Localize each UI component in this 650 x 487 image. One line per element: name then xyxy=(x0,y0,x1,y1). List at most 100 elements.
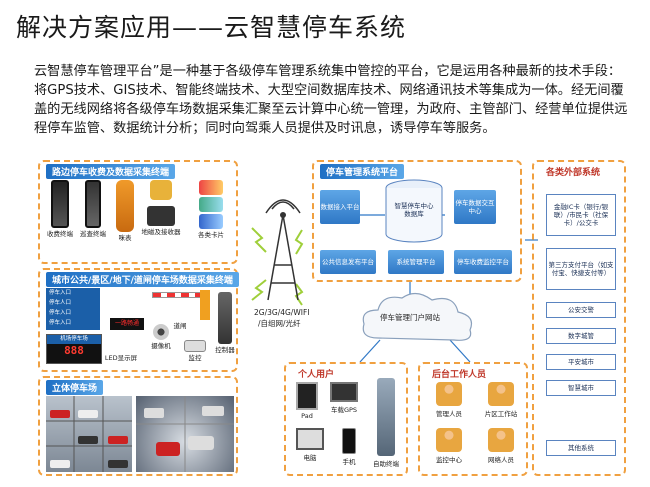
guide-row: 停车入口 xyxy=(49,310,72,316)
device-label: 收费终端 xyxy=(47,230,73,238)
roadside-panel-title: 路边停车收费及数据采集终端 xyxy=(46,164,176,179)
user-label: 电脑 xyxy=(303,454,317,462)
card-icon xyxy=(199,214,223,229)
staff-manager: 管理人员 xyxy=(424,382,474,418)
device-label: 摄像机 xyxy=(151,342,171,350)
stereo-parking-panel: 立体停车场 xyxy=(38,376,238,476)
gps-device-icon xyxy=(330,382,358,402)
cloud-icon xyxy=(362,292,473,341)
device-patrol-terminal: 巡查终端 xyxy=(78,180,108,238)
users-panel: 个人用户 Pad 车载GPS 自助终端 电脑 手机 xyxy=(284,362,408,476)
page-title: 解决方案应用——云智慧停车系统 xyxy=(16,13,407,42)
box-fee-monitor: 停车收费监控平台 xyxy=(454,250,512,274)
gate-label: 道闸 xyxy=(173,322,187,330)
staff-station: 片区工作站 xyxy=(476,382,526,418)
external-item-cards: 金融IC卡（银行/银联）/市民卡（社保卡）/公交卡 xyxy=(546,194,616,236)
city-panel-title: 城市公共/景区/地下/道闸停车场数据采集终端 xyxy=(46,272,239,287)
database-icon xyxy=(385,179,443,243)
roadside-panel: 路边停车收费及数据采集终端 收费终端 巡查终端 咪表 地磁及接收器 各类卡片 xyxy=(38,160,238,264)
guide-sign: 停车入口 停车人口 停车入口 停车入口 xyxy=(46,288,100,330)
network-staff-icon xyxy=(488,428,514,452)
user-phone: 手机 xyxy=(334,428,364,466)
receiver-icon xyxy=(147,206,175,226)
monitor-center-icon xyxy=(436,428,462,452)
external-item-smart-city: 智慧城市 xyxy=(546,380,616,396)
stereo-garage-image xyxy=(136,396,234,472)
external-panel: 各类外部系统 金融IC卡（银行/银联）/市民卡（社保卡）/公交卡 第三方支付平台… xyxy=(532,160,626,476)
city-parking-panel: 城市公共/景区/地下/道闸停车场数据采集终端 停车入口 停车人口 停车入口 停车… xyxy=(38,268,239,372)
user-pad: Pad xyxy=(292,382,322,420)
user-label: Pad xyxy=(301,412,313,420)
device-controller: 控制器 xyxy=(212,292,238,354)
portal-label: 停车管理门户网站 xyxy=(380,313,440,322)
box-data-exchange: 停车数据交互中心 xyxy=(454,190,496,224)
tablet-icon xyxy=(296,382,318,410)
device-label: 各类卡片 xyxy=(198,231,224,239)
box-system-admin: 系统管理平台 xyxy=(388,250,444,274)
staff-label: 网络人员 xyxy=(488,456,514,464)
device-geomagnetic: 地磁及接收器 xyxy=(140,180,182,236)
network-label-line1: 2G/3G/4G/WIFI xyxy=(254,308,310,317)
backoffice-panel-title: 后台工作人员 xyxy=(432,370,487,380)
geomagnetic-sensor-icon xyxy=(150,180,172,200)
central-database: 智慧停车中心数据库 xyxy=(384,178,444,244)
garage-tower-icon xyxy=(136,396,234,472)
led-sign-text: 机场停车场 xyxy=(47,335,101,344)
backoffice-panel: 后台工作人员 管理人员 片区工作站 监控中心 网络人员 xyxy=(418,362,528,476)
network-label-line2: /自组网/光纤 xyxy=(258,319,301,328)
staff-network: 网络人员 xyxy=(476,428,526,464)
user-label: 自助终端 xyxy=(373,460,399,468)
external-item-other: 其他系统 xyxy=(546,440,616,456)
user-label: 车载GPS xyxy=(330,406,358,414)
staff-label: 管理人员 xyxy=(436,410,462,418)
device-label: 巡查终端 xyxy=(80,230,106,238)
intro-paragraph: 云智慧停车管理平台”是一种基于各级停车管理系统集中管控的平台，它是运用各种最新的… xyxy=(34,64,628,136)
controller-icon xyxy=(218,292,232,344)
garage-rack-icon xyxy=(46,396,132,472)
user-pc: 电脑 xyxy=(292,428,328,462)
device-label: 地磁及接收器 xyxy=(141,228,181,236)
barrier-gate-icon xyxy=(200,290,210,320)
user-kiosk: 自助终端 xyxy=(370,378,402,468)
led-display: 机场停车场 888 xyxy=(46,334,102,364)
parking-meter-icon xyxy=(116,180,134,232)
kiosk-icon xyxy=(377,378,395,456)
external-item-safe-city: 平安城市 xyxy=(546,354,616,370)
workstation-icon xyxy=(488,382,514,406)
external-item-police: 公安交警 xyxy=(546,302,616,318)
user-label: 手机 xyxy=(342,458,356,466)
manager-icon xyxy=(436,382,462,406)
device-label: 监控 xyxy=(188,354,202,362)
user-gps: 车载GPS xyxy=(326,382,362,414)
staff-label: 监控中心 xyxy=(436,456,462,464)
device-camera: 摄像机 xyxy=(148,324,174,350)
guide-row: 停车入口 xyxy=(49,320,72,326)
phone-icon xyxy=(342,428,356,454)
card-icon xyxy=(199,197,223,212)
camera-icon xyxy=(153,324,169,340)
guide-row: 停车人口 xyxy=(49,300,72,306)
wireless-tower-icon xyxy=(265,199,301,301)
external-item-city-mgmt: 数字城管 xyxy=(546,328,616,344)
device-label: 控制器 xyxy=(215,346,235,354)
monitor-icon xyxy=(184,340,206,352)
database-label: 智慧停车中心数据库 xyxy=(394,202,434,218)
box-data-access: 数据接入平台 xyxy=(320,190,360,224)
device-meter: 咪表 xyxy=(110,180,140,242)
device-cards: 各类卡片 xyxy=(186,180,236,239)
external-item-payment: 第三方支付平台（如支付宝、快捷支付等） xyxy=(546,248,616,290)
device-monitor: 监控 xyxy=(180,340,210,362)
box-info-publish: 公共信息发布平台 xyxy=(320,250,376,274)
stereo-garage-image xyxy=(46,396,132,472)
platform-panel-title: 停车管理系统平台 xyxy=(320,164,405,179)
platform-panel: 停车管理系统平台 数据接入平台 智慧停车中心数据库 停车数据交互中心 公共信息发… xyxy=(312,160,522,282)
guide-row: 停车入口 xyxy=(49,290,72,296)
handheld-terminal-icon xyxy=(51,180,69,228)
staff-monitor-center: 监控中心 xyxy=(424,428,474,464)
users-panel-title: 个人用户 xyxy=(298,370,335,380)
led-label: LED显示屏 xyxy=(104,354,138,362)
computer-icon xyxy=(296,428,324,450)
external-panel-title: 各类外部系统 xyxy=(546,168,601,178)
led-number: 888 xyxy=(64,344,84,357)
red-led-sign: 一路畅通 xyxy=(110,318,144,330)
